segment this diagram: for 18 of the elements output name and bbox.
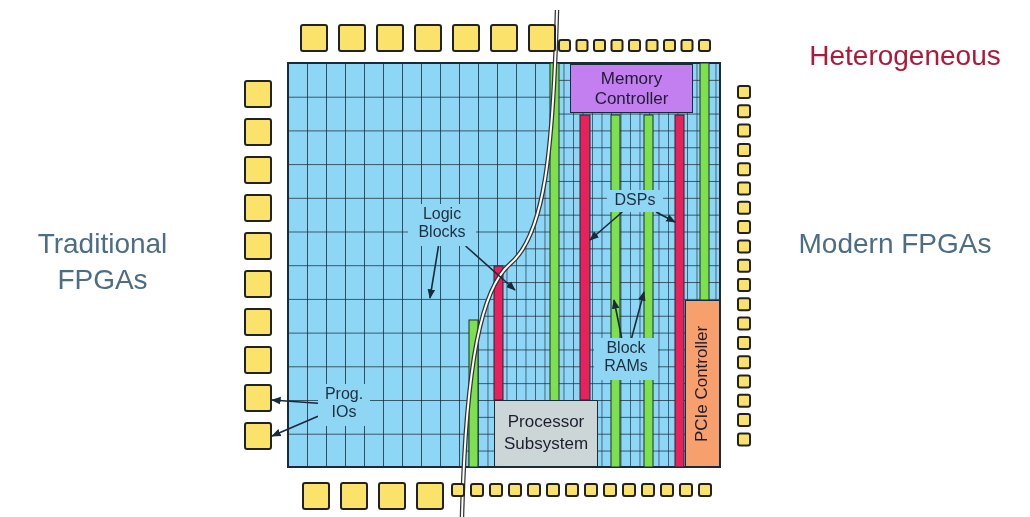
callout-label: Prog. IOs [318, 384, 370, 426]
callout-label: DSPs [607, 190, 663, 212]
controller-box: Memory Controller [570, 64, 693, 113]
controller-box: PCIe Controller [685, 300, 720, 467]
callout-label: Logic Blocks [408, 204, 476, 246]
leader-line [464, 245, 516, 291]
leader-line [427, 245, 440, 299]
leader-line [655, 211, 676, 223]
callout-label: Block RAMs [594, 338, 658, 380]
heading-text: Heterogeneous [808, 39, 1002, 73]
leader-line [611, 299, 623, 339]
leader-line [589, 211, 624, 241]
side-label: Modern FPGAs [797, 227, 993, 261]
leader-line [271, 396, 319, 405]
leader-line [271, 415, 319, 437]
leader-line [630, 291, 646, 339]
processor-box: Processor Subsystem [494, 400, 598, 467]
side-label: Traditional FPGAs [36, 227, 169, 297]
